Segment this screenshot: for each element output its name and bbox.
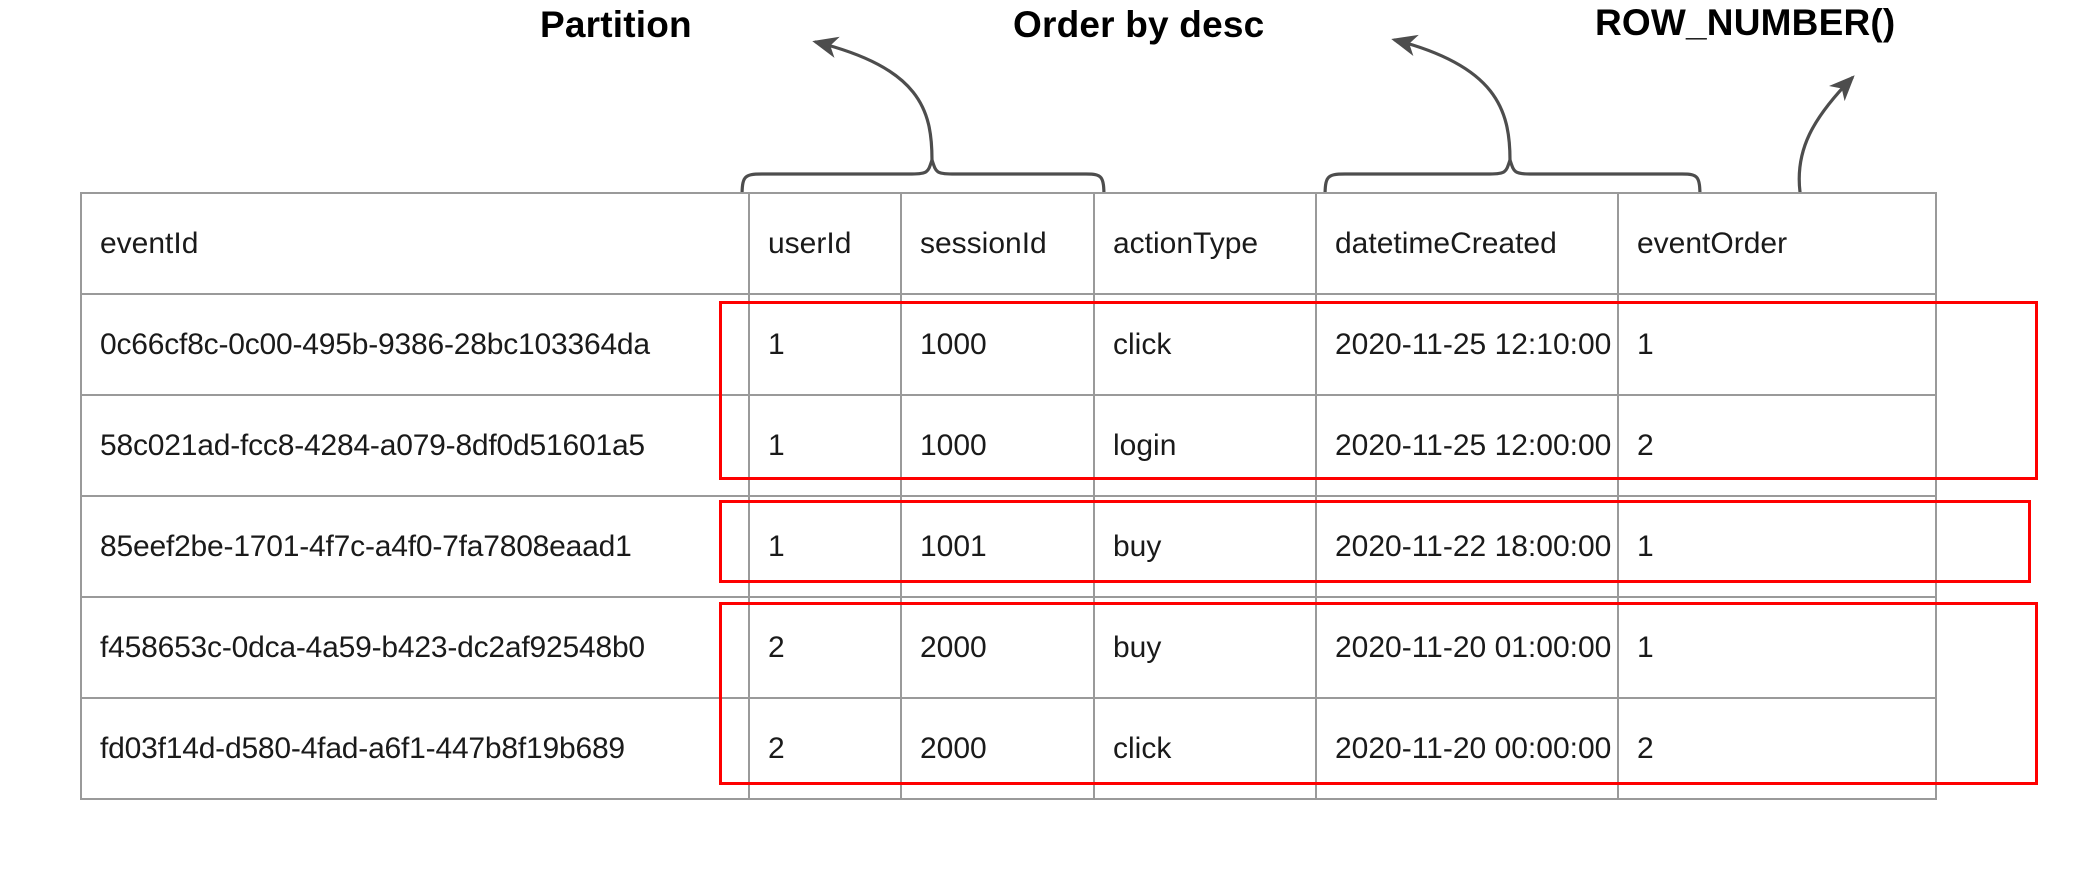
cell-sessionid: 1000 — [900, 293, 1095, 396]
cell-actiontype: click — [1093, 697, 1317, 800]
column-header-eventid: eventId — [80, 192, 750, 295]
pointer-arrow-partition — [812, 36, 934, 162]
cell-eventorder: 1 — [1617, 293, 1937, 396]
cell-sessionid: 1001 — [900, 495, 1095, 598]
cell-datetimecreated: 2020-11-25 12:00:00 — [1315, 394, 1619, 497]
table-row: 85eef2be-1701-4f7c-a4f0-7fa7808eaad1 1 1… — [80, 495, 1937, 598]
cell-userid: 2 — [748, 697, 902, 800]
column-header-eventorder: eventOrder — [1617, 192, 1937, 295]
cell-sessionid: 2000 — [900, 697, 1095, 800]
cell-datetimecreated: 2020-11-20 00:00:00 — [1315, 697, 1619, 800]
cell-datetimecreated: 2020-11-20 01:00:00 — [1315, 596, 1619, 699]
cell-actiontype: buy — [1093, 596, 1317, 699]
cell-eventorder: 1 — [1617, 596, 1937, 699]
pointer-arrow-row-number — [1797, 75, 1855, 194]
events-table-wrapper: eventId userId sessionId actionType date… — [80, 192, 1937, 800]
cell-eventid: 0c66cf8c-0c00-495b-9386-28bc103364da — [80, 293, 750, 396]
cell-sessionid: 2000 — [900, 596, 1095, 699]
table-row: fd03f14d-d580-4fad-a6f1-447b8f19b689 2 2… — [80, 697, 1937, 800]
cell-eventid: f458653c-0dca-4a59-b423-dc2af92548b0 — [80, 596, 750, 699]
cell-eventorder: 2 — [1617, 697, 1937, 800]
cell-eventorder: 2 — [1617, 394, 1937, 497]
cell-actiontype: buy — [1093, 495, 1317, 598]
cell-datetimecreated: 2020-11-22 18:00:00 — [1315, 495, 1619, 598]
cell-eventid: 58c021ad-fcc8-4284-a079-8df0d51601a5 — [80, 394, 750, 497]
cell-userid: 1 — [748, 394, 902, 497]
pointer-arrow-order-by — [1391, 34, 1512, 162]
cell-eventid: 85eef2be-1701-4f7c-a4f0-7fa7808eaad1 — [80, 495, 750, 598]
annotation-label-partition: Partition — [540, 4, 692, 45]
cell-sessionid: 1000 — [900, 394, 1095, 497]
column-header-userid: userId — [748, 192, 902, 295]
cell-eventid: fd03f14d-d580-4fad-a6f1-447b8f19b689 — [80, 697, 750, 800]
column-header-actiontype: actionType — [1093, 192, 1317, 295]
table-header-row: eventId userId sessionId actionType date… — [80, 192, 1937, 295]
column-header-datetimecreated: datetimeCreated — [1315, 192, 1619, 295]
table-row: 58c021ad-fcc8-4284-a079-8df0d51601a5 1 1… — [80, 394, 1937, 497]
cell-userid: 1 — [748, 293, 902, 396]
column-header-sessionid: sessionId — [900, 192, 1095, 295]
annotation-label-row-number: ROW_NUMBER() — [1595, 2, 1896, 43]
cell-userid: 2 — [748, 596, 902, 699]
cell-datetimecreated: 2020-11-25 12:10:00 — [1315, 293, 1619, 396]
cell-actiontype: click — [1093, 293, 1317, 396]
cell-eventorder: 1 — [1617, 495, 1937, 598]
table-row: 0c66cf8c-0c00-495b-9386-28bc103364da 1 1… — [80, 293, 1937, 396]
events-table: eventId userId sessionId actionType date… — [80, 192, 1937, 800]
annotation-label-order-by: Order by desc — [1013, 4, 1265, 45]
table-row: f458653c-0dca-4a59-b423-dc2af92548b0 2 2… — [80, 596, 1937, 699]
cell-actiontype: login — [1093, 394, 1317, 497]
cell-userid: 1 — [748, 495, 902, 598]
